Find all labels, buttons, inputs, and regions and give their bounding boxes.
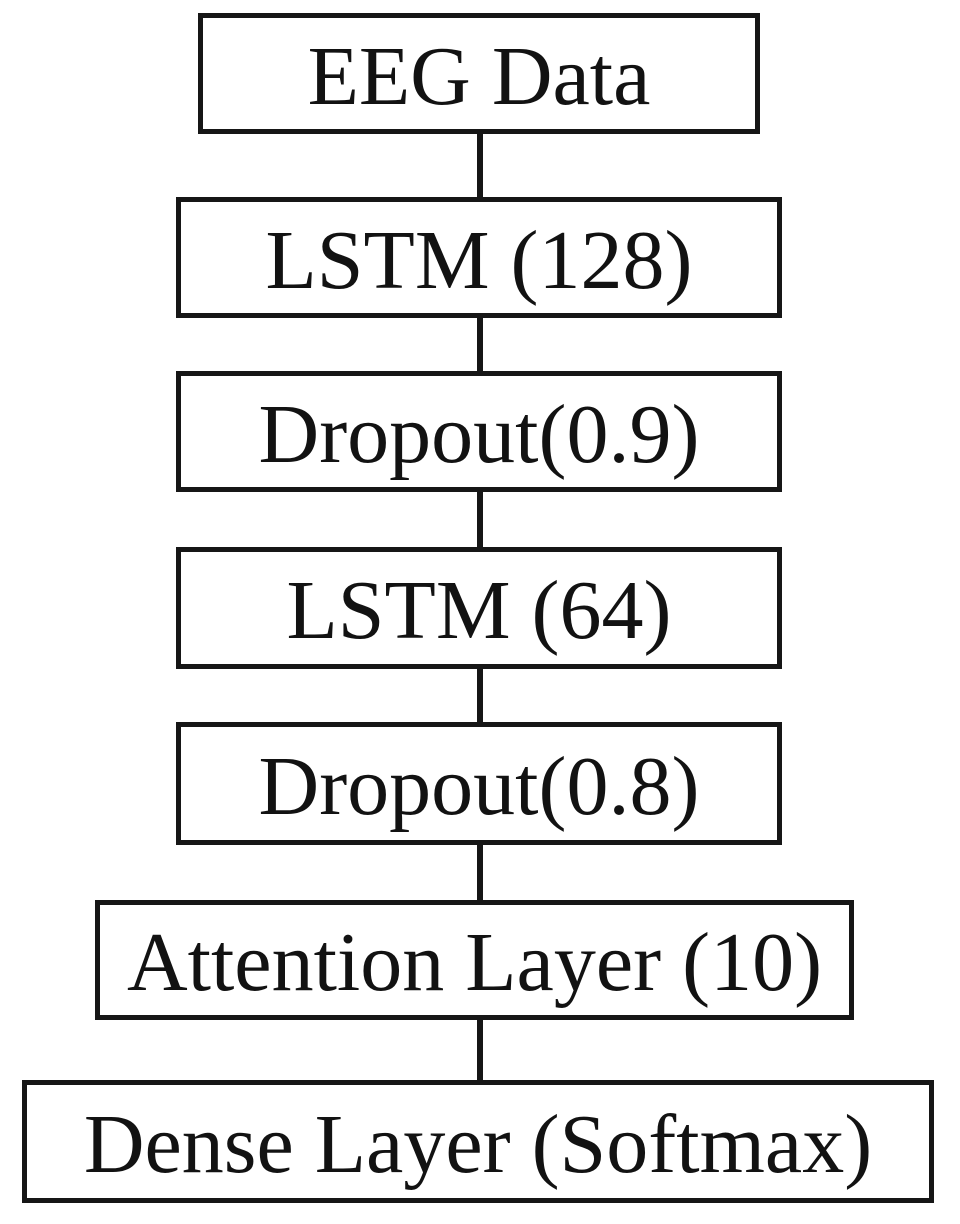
connector-dropout09-to-lstm64 — [477, 488, 483, 551]
node-attention-layer-label: Attention Layer (10) — [126, 916, 823, 1009]
node-lstm-64-label: LSTM (64) — [286, 564, 672, 657]
node-dense-layer-label: Dense Layer (Softmax) — [83, 1097, 873, 1191]
connector-lstm64-to-dropout08 — [477, 665, 483, 726]
node-lstm-64: LSTM (64) — [176, 547, 782, 669]
connector-lstm128-to-dropout09 — [477, 314, 483, 375]
node-dropout-0-8: Dropout(0.8) — [176, 722, 782, 845]
node-dropout-0-9-label: Dropout(0.9) — [258, 387, 700, 481]
node-lstm-128-label: LSTM (128) — [265, 213, 693, 307]
node-attention-layer: Attention Layer (10) — [95, 900, 854, 1020]
node-eeg-data-label: EEG Data — [307, 29, 651, 123]
connector-dropout08-to-attention — [477, 841, 483, 904]
connector-attention-to-dense — [477, 1016, 483, 1084]
node-lstm-128: LSTM (128) — [176, 197, 782, 318]
node-dropout-0-8-label: Dropout(0.8) — [258, 739, 700, 833]
node-dense-layer: Dense Layer (Softmax) — [22, 1080, 934, 1203]
node-dropout-0-9: Dropout(0.9) — [176, 371, 782, 492]
connector-eeg-to-lstm128 — [477, 130, 483, 201]
node-eeg-data: EEG Data — [198, 13, 760, 134]
